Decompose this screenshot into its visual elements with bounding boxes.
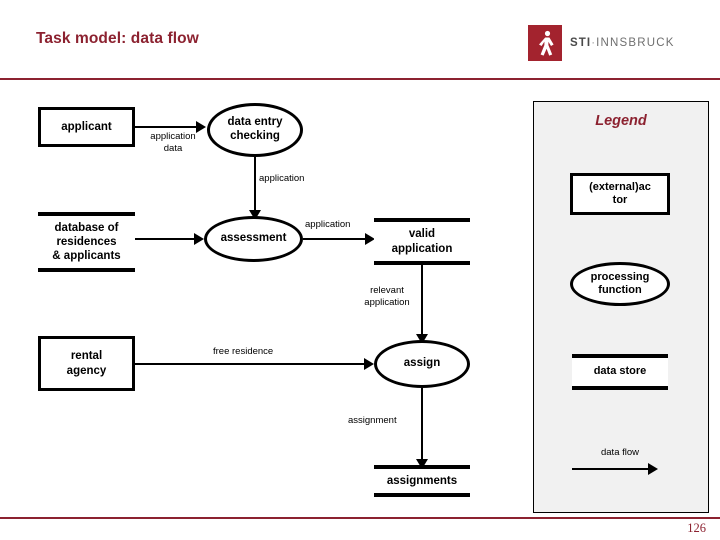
legend-actor-line2: tor [612,194,628,206]
node-assessment[interactable]: assessment [204,216,303,262]
node-valid-application-line1: valid [408,228,436,241]
edge-applicant-to-data-entry [135,126,197,128]
arrowhead-applicant-to-data-entry [196,121,206,133]
legend-data-flow-line [572,468,650,470]
edge-data-entry-to-assessment [254,157,256,213]
legend-process-line2: function [598,284,642,296]
edge-valid-application-to-assign [421,265,423,337]
node-rental-agency[interactable]: rental agency [38,336,135,391]
node-applicant[interactable]: applicant [38,107,135,147]
node-applicant-label: applicant [61,120,112,133]
page-title: Task model: data flow [36,30,199,47]
legend-item-external-actor: (external)ac tor [570,173,670,215]
edge-rental-agency-to-assign [135,363,365,365]
arrowhead-assign-to-assignments [416,459,428,469]
node-database-line3: & applicants [52,250,121,262]
legend-item-processing-function: processing function [570,262,670,306]
node-data-entry-checking-line1: data entry [227,116,283,129]
legend-store-label: data store [593,365,647,378]
flow-label-application-data: application data [141,131,205,155]
flow-label-application-1: application [259,173,305,184]
node-assignments-label: assignments [386,474,458,487]
flow-label-relevant-line2: application [364,296,410,308]
node-data-entry-checking[interactable]: data entry checking [207,103,303,157]
flow-label-application-2: application [305,219,351,230]
header-divider [0,78,720,80]
logo-wordmark: STI·INNSBRUCK [570,37,675,49]
arrowhead-valid-application-to-assign [416,334,428,344]
edge-database-to-assessment [135,238,195,240]
page-number: 126 [687,521,706,535]
legend-process-line1: processing [590,270,650,283]
legend-title: Legend [595,113,647,129]
arrowhead-rental-agency-to-assign [364,358,374,370]
arrowhead-database-to-assessment [194,233,204,245]
node-valid-application-line2: application [391,242,453,255]
sti-innsbruck-logo: STI·INNSBRUCK [528,25,688,63]
legend-data-flow-arrowhead [648,463,658,475]
node-assign[interactable]: assign [374,340,470,388]
node-database-line1: database of [54,221,119,234]
edge-assign-to-assignments [421,388,423,464]
flow-label-relevant-application: relevant application [357,285,417,309]
legend-item-data-flow-label: data flow [600,447,640,458]
legend-actor-line1: (external)ac [589,180,651,193]
flow-label-application-data-line2: data [163,142,183,154]
logo-text-innsbruck: INNSBRUCK [596,37,675,49]
node-assignments[interactable]: assignments [374,465,470,497]
flow-label-free-residence: free residence [213,346,274,357]
node-rental-agency-line2: agency [66,364,107,377]
node-rental-agency-line1: rental [70,350,103,363]
flow-label-relevant-line1: relevant [370,285,404,296]
footer-divider [0,517,720,519]
legend-panel [533,101,709,513]
node-database-line2: residences [56,235,117,248]
legend-item-data-store: data store [572,354,668,390]
node-valid-application[interactable]: valid application [374,218,470,265]
edge-assessment-to-valid-application [303,238,367,240]
flow-label-application-data-line1: application [150,131,196,142]
sti-person-logo-icon [528,25,562,61]
arrowhead-data-entry-to-assessment [249,210,261,220]
node-data-entry-checking-line2: checking [230,130,280,142]
logo-text-separator: · [591,37,597,49]
node-assign-label: assign [403,357,441,370]
node-database-of-residences[interactable]: database of residences & applicants [38,212,135,272]
node-assessment-label: assessment [220,232,287,245]
logo-text-sti: STI [570,37,592,49]
flow-label-assignment: assignment [348,415,397,426]
arrowhead-assessment-to-valid-application [365,233,375,245]
